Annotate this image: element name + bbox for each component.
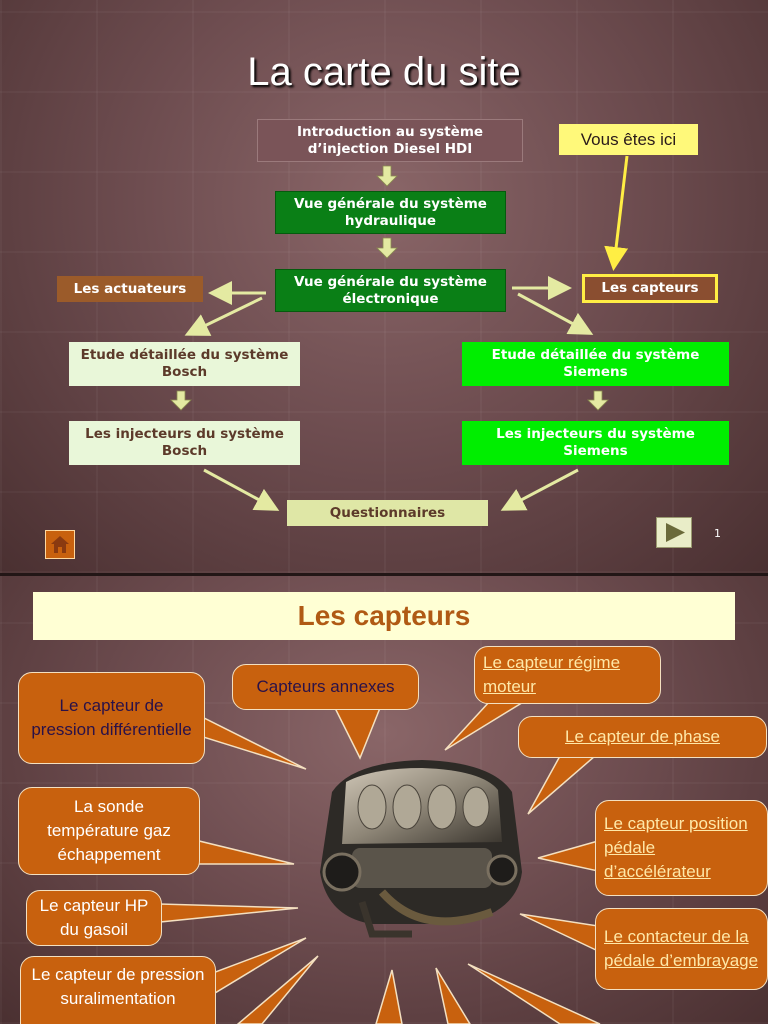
slide-site-map: La carte du site Introduction au système… <box>0 0 768 573</box>
link-contacteur-pedale-embrayage[interactable]: Le contacteur de la pédale d’embrayage <box>595 908 768 990</box>
questionnaires-box[interactable]: Questionnaires <box>287 500 488 526</box>
link-capteur-position-pedale[interactable]: Le capteur position pédale d’accélérateu… <box>595 800 768 896</box>
bubble-capteur-pression-suralimentation[interactable]: Le capteur de pression suralimentation <box>20 956 216 1024</box>
bosch-injecteurs-label: Les injecteurs du système Bosch <box>85 426 284 459</box>
link-capteur-de-phase[interactable]: Le capteur de phase <box>518 716 767 758</box>
tail-position <box>537 840 599 872</box>
down-arrow-icon <box>587 390 609 411</box>
questionnaires-label: Questionnaires <box>329 504 446 521</box>
capteurs-box[interactable]: Les capteurs <box>582 274 718 303</box>
arrow-to-siemens <box>517 292 594 335</box>
bubble-pression-differentielle-text: Le capteur de pression différentielle <box>31 696 192 739</box>
link-contacteur-pedale-embrayage-text[interactable]: Le contacteur de la pédale d’embrayage <box>604 927 759 970</box>
link-capteur-position-pedale-text[interactable]: Le capteur position pédale d’accélérateu… <box>604 814 748 881</box>
bosch-injecteurs-box[interactable]: Les injecteurs du système Bosch <box>69 421 300 465</box>
tail-hp <box>159 903 299 923</box>
tail-regime <box>444 700 528 751</box>
siemens-etude-label: Etude détaillée du système Siemens <box>491 347 700 380</box>
link-capteur-regime-moteur[interactable]: Le capteur régime moteur <box>474 646 661 704</box>
tail-phase <box>527 755 598 815</box>
siemens-injecteurs-label: Les injecteurs du système Siemens <box>496 426 695 459</box>
arrow-to-bosch <box>184 296 263 336</box>
engine-image <box>320 760 522 938</box>
hydraulique-box[interactable]: Vue générale du système hydraulique <box>275 191 506 234</box>
siemens-injecteurs-box[interactable]: Les injecteurs du système Siemens <box>462 421 729 465</box>
arrow-siemens-to-quest <box>500 468 579 511</box>
electronique-label: Vue générale du système électronique <box>294 273 487 307</box>
electronique-box[interactable]: Vue générale du système électronique <box>275 269 506 312</box>
tail-annexes <box>333 707 382 760</box>
down-arrow-icon <box>170 390 192 411</box>
hydraulique-label: Vue générale du système hydraulique <box>294 195 487 229</box>
bosch-etude-box[interactable]: Etude détaillée du système Bosch <box>69 342 300 386</box>
you-are-here-label: Vous êtes ici <box>559 124 698 155</box>
play-next-icon <box>666 523 685 542</box>
arrow-bosch-to-quest <box>203 468 280 511</box>
bubble-capteurs-annexes[interactable]: Capteurs annexes <box>232 664 419 710</box>
arrow-you-are-here <box>604 155 629 271</box>
link-capteur-regime-moteur-text[interactable]: Le capteur régime moteur <box>483 653 621 696</box>
slide-separator <box>0 573 768 576</box>
intro-box[interactable]: Introduction au système d’injection Dies… <box>257 119 523 162</box>
slide-title: Les capteurs <box>33 592 735 640</box>
slide-capteurs: Les capteurs <box>0 576 768 1024</box>
bubble-capteur-hp-gasoil[interactable]: Le capteur HP du gasoil <box>26 890 162 946</box>
link-capteur-de-phase-text[interactable]: Le capteur de phase <box>564 727 720 746</box>
bubble-capteurs-annexes-text: Capteurs annexes <box>256 677 395 696</box>
arrows-layer <box>170 155 629 511</box>
page-title: La carte du site <box>247 50 521 94</box>
actuateurs-box[interactable]: Les actuateurs <box>57 276 203 302</box>
bosch-etude-label: Etude détaillée du système Bosch <box>80 347 289 380</box>
tail-sonde <box>194 839 295 865</box>
bubble-sonde-temperature[interactable]: La sonde température gaz échappement <box>18 787 200 875</box>
you-are-here-text: Vous êtes ici <box>580 130 677 149</box>
tail-pression-diff <box>199 714 307 770</box>
siemens-etude-box[interactable]: Etude détaillée du système Siemens <box>462 342 729 386</box>
bubble-capteur-pression-suralimentation-text: Le capteur de pression suralimentation <box>31 965 205 1008</box>
slide-title-text: Les capteurs <box>297 600 471 631</box>
bubble-tails <box>159 700 601 1024</box>
capteurs-label: Les capteurs <box>601 280 699 296</box>
page-number: 1 <box>714 527 721 540</box>
next-slide-button[interactable] <box>656 517 692 548</box>
home-button[interactable] <box>45 530 75 559</box>
down-arrow-icon <box>376 237 398 259</box>
down-arrow-icon <box>376 165 398 187</box>
bubble-capteur-hp-gasoil-text: Le capteur HP du gasoil <box>39 896 149 939</box>
tail-contacteur <box>519 913 599 953</box>
bubble-sonde-temperature-text: La sonde température gaz échappement <box>47 797 171 864</box>
bubble-pression-differentielle[interactable]: Le capteur de pression différentielle <box>18 672 205 764</box>
home-icon <box>51 536 69 553</box>
intro-label: Introduction au système d’injection Dies… <box>296 123 484 157</box>
actuateurs-label: Les actuateurs <box>73 280 187 297</box>
